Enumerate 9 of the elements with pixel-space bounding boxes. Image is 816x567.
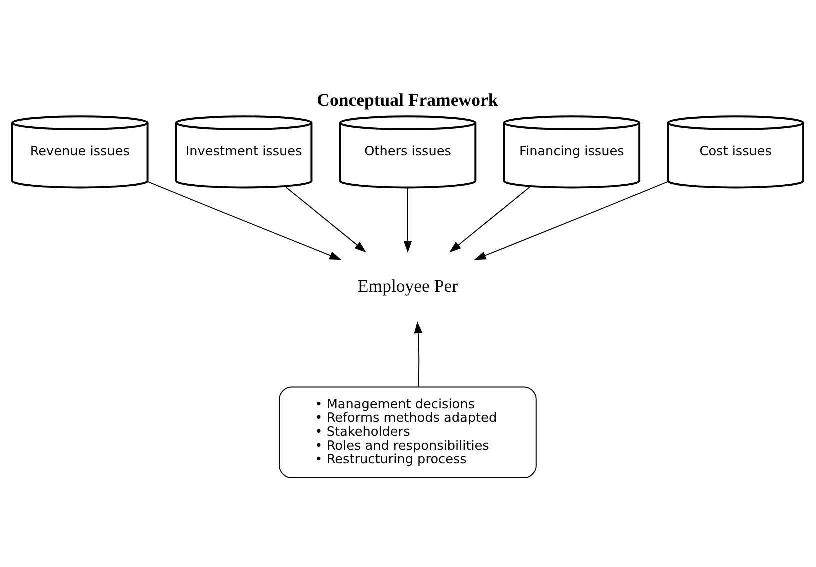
diagram-title: Conceptual Framework [317,90,498,110]
node-text: Employee Per [358,276,458,296]
arrow [449,186,530,253]
arrow [286,186,367,253]
node-box: • Management decisions • Reforms methods adapted • Stakeholders • Roles and responsibilities • Restructuring process [279,386,537,479]
arrow [148,181,342,260]
arrow [474,181,668,260]
arrow [414,322,423,388]
arrow [404,187,412,253]
